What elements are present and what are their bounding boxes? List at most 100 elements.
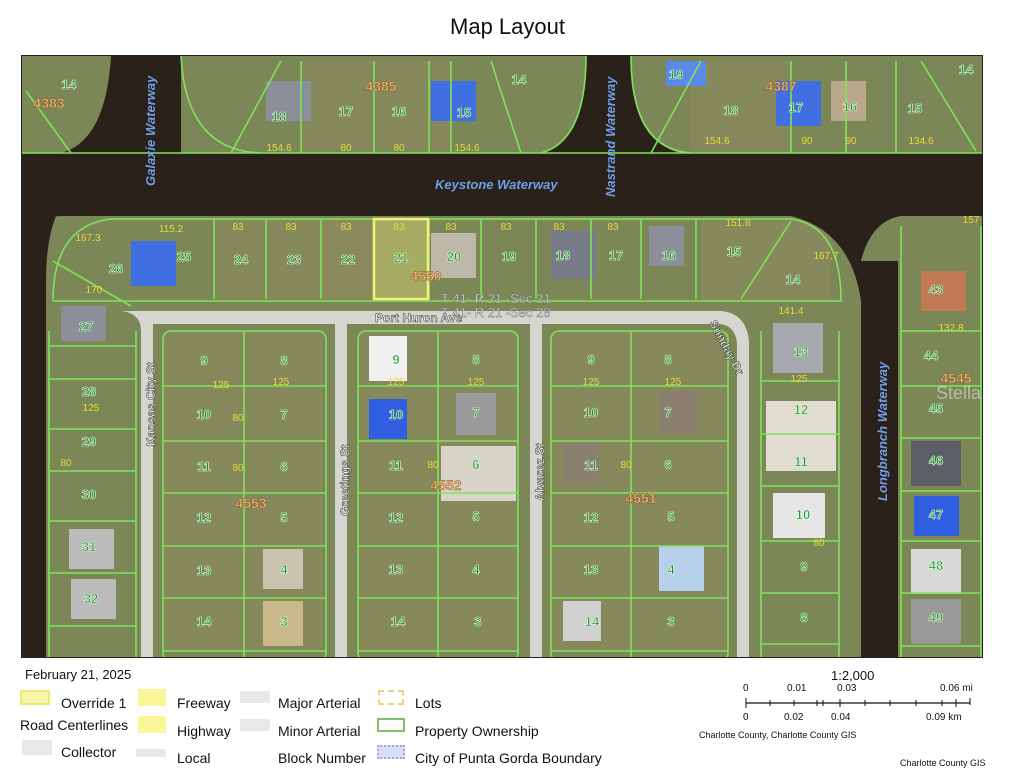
selected-lot-21[interactable] [372,217,430,301]
lot-number[interactable]: 3 [280,614,288,630]
lot-number[interactable]: 18 [271,109,286,125]
lot-number[interactable]: 19 [668,67,683,83]
lot-number[interactable]: 7 [472,405,480,421]
lot-number[interactable]: 8 [800,610,808,626]
lot-number[interactable]: 22 [340,252,355,268]
lot-number[interactable]: 15 [726,244,741,260]
lot-number[interactable]: 11 [197,459,211,475]
lot-number[interactable]: 46 [928,453,943,469]
block-number: 4385 [365,78,396,94]
lot-number[interactable]: 23 [286,252,301,268]
lot-number[interactable]: 44 [923,348,939,364]
lot-number[interactable]: 16 [661,248,676,264]
street-label-port-huron: Port Huron Ave [375,311,462,325]
lot-number[interactable]: 24 [233,252,249,268]
lot-number[interactable]: 15 [907,101,922,117]
lot-number[interactable]: 10 [388,407,403,423]
lot-number[interactable]: 12 [388,510,403,526]
parcel-line [650,60,702,154]
lot-number[interactable]: 12 [583,510,598,526]
lot-number[interactable]: 3 [667,614,675,630]
lot-number[interactable]: 6 [664,457,672,473]
lot-number[interactable]: 6 [472,457,480,473]
lot-number[interactable]: 14 [390,614,406,630]
lot-number[interactable]: 5 [280,510,288,526]
lot-number[interactable]: 20 [446,249,461,265]
legend-block-number: Block Number [278,750,366,766]
lot-number[interactable]: 18 [723,103,738,119]
lot-number[interactable]: 17 [788,100,803,116]
lot-number[interactable]: 16 [842,99,857,115]
lot-number[interactable]: 14 [958,62,974,78]
lot-number[interactable]: 9 [392,352,400,368]
lot-number[interactable]: 9 [200,353,208,369]
lot-number[interactable]: 13 [793,344,808,360]
lot-number[interactable]: 7 [280,407,288,423]
lot-number[interactable]: 4 [280,562,289,578]
lot-number[interactable]: 10 [196,407,211,423]
scale-km-tick: 0 [743,712,749,723]
lot-number[interactable]: 9 [800,559,808,575]
dimension-label: 83 [340,222,352,233]
lot-number[interactable]: 7 [664,405,672,421]
lot-number[interactable]: 27 [78,319,93,335]
lot-number[interactable]: 10 [795,507,810,523]
lot-number[interactable]: 8 [280,353,288,369]
lot-number[interactable]: 48 [928,558,943,574]
lot-number[interactable]: 19 [501,249,516,265]
lot-number[interactable]: 11 [389,458,403,474]
lot-number[interactable]: 14 [61,77,77,93]
lot-number[interactable]: 11 [584,458,598,474]
lot-number[interactable]: 16 [391,104,406,120]
lot-number[interactable]: 12 [793,402,808,418]
lot-number[interactable]: 26 [108,261,123,277]
lot-number[interactable]: 4 [667,562,676,578]
lot-number[interactable]: 25 [176,249,191,265]
lot-number[interactable]: 13 [583,562,598,578]
lot-number[interactable]: 17 [608,248,623,264]
lot-number[interactable]: 29 [81,434,96,450]
lot-number[interactable]: 4 [472,562,481,578]
legend-road-centerlines: Road Centerlines [20,717,129,733]
house-roof [263,601,303,646]
lot-number[interactable]: 43 [928,282,943,298]
lot-number[interactable]: 21 [393,250,408,266]
lot-number[interactable]: 12 [196,510,211,526]
lot-number[interactable]: 14 [584,614,600,630]
lot-number[interactable]: 18 [555,248,570,264]
lot-number[interactable]: 49 [928,610,943,626]
dimension-label: 154.6 [454,143,479,154]
lot-number[interactable]: 13 [196,563,211,579]
lot-number[interactable]: 3 [474,614,482,630]
lot-number[interactable]: 47 [928,507,943,523]
lot-number[interactable]: 10 [583,405,598,421]
lot-number[interactable]: 5 [472,509,480,525]
lot-number[interactable]: 8 [664,352,672,368]
lot-number[interactable]: 28 [81,384,96,400]
lot-number[interactable]: 14 [785,272,801,288]
lot-number[interactable]: 32 [83,591,98,607]
dimension-label: 83 [445,222,457,233]
lot-number[interactable]: 9 [587,352,595,368]
lot-number[interactable]: 17 [338,104,353,120]
lot-number[interactable]: 30 [81,487,96,503]
parcel-line [920,60,977,152]
dimension-label: 83 [285,222,297,233]
waterway-label-nastrand: Nastrand Waterway [603,76,618,197]
lot-number[interactable]: 8 [472,352,480,368]
scale-mi-tick: 0 [743,683,749,694]
parcel-line [52,260,132,307]
lot-number[interactable]: 14 [511,72,527,88]
lot-number[interactable]: 31 [81,539,96,555]
street-label-greetings: Greetings St [338,445,352,516]
lot-number[interactable]: 15 [456,105,471,121]
lot-number[interactable]: 5 [667,509,675,525]
left-canal [22,216,56,657]
lot-number[interactable]: 11 [794,454,808,470]
lot-number[interactable]: 13 [388,562,403,578]
house-roof [266,81,311,121]
lot-number[interactable]: 45 [928,401,943,417]
lot-number[interactable]: 14 [196,614,212,630]
lot-number[interactable]: 6 [280,459,288,475]
